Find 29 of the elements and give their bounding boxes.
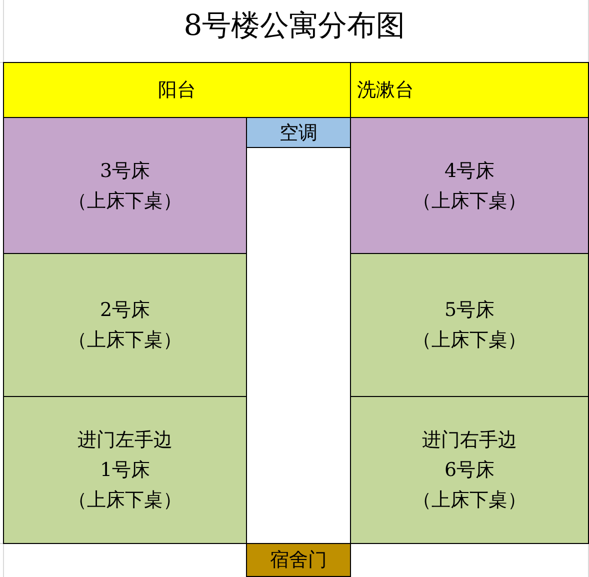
area-label: （上床下桌）	[68, 488, 182, 513]
area-label: （上床下桌）	[68, 188, 182, 214]
bed-area	[350, 253, 589, 397]
balcony-area	[3, 62, 351, 118]
bed-area	[3, 396, 247, 544]
bed-area	[350, 396, 589, 544]
dorm-door-cell	[246, 543, 351, 577]
area-label: 进门右手边	[422, 428, 517, 453]
area-label: 空调	[280, 120, 318, 146]
area-label: （上床下桌）	[412, 188, 526, 214]
bed-area	[3, 253, 247, 397]
area-label: 阳台	[158, 78, 196, 103]
area-label: （上床下桌）	[68, 328, 182, 353]
area-label: 宿舍门	[270, 548, 327, 573]
bed-area	[350, 117, 589, 254]
washstand-area	[350, 62, 589, 118]
area-label: 3号床	[100, 158, 150, 184]
area-label: （上床下桌）	[412, 488, 526, 513]
area-label: （上床下桌）	[412, 328, 526, 353]
area-label: 6号床	[444, 458, 495, 483]
area-label: 1号床	[100, 458, 150, 483]
bed-area	[3, 117, 247, 254]
area-label: 进门左手边	[78, 428, 172, 453]
area-label: 2号床	[100, 298, 150, 323]
air-conditioner-cell	[246, 117, 351, 148]
area-label: 5号床	[444, 298, 495, 323]
area-label: 4号床	[444, 158, 495, 184]
plan-title: 8号楼公寓分布图	[182, 7, 406, 44]
area-label: 洗漱台	[357, 78, 414, 103]
